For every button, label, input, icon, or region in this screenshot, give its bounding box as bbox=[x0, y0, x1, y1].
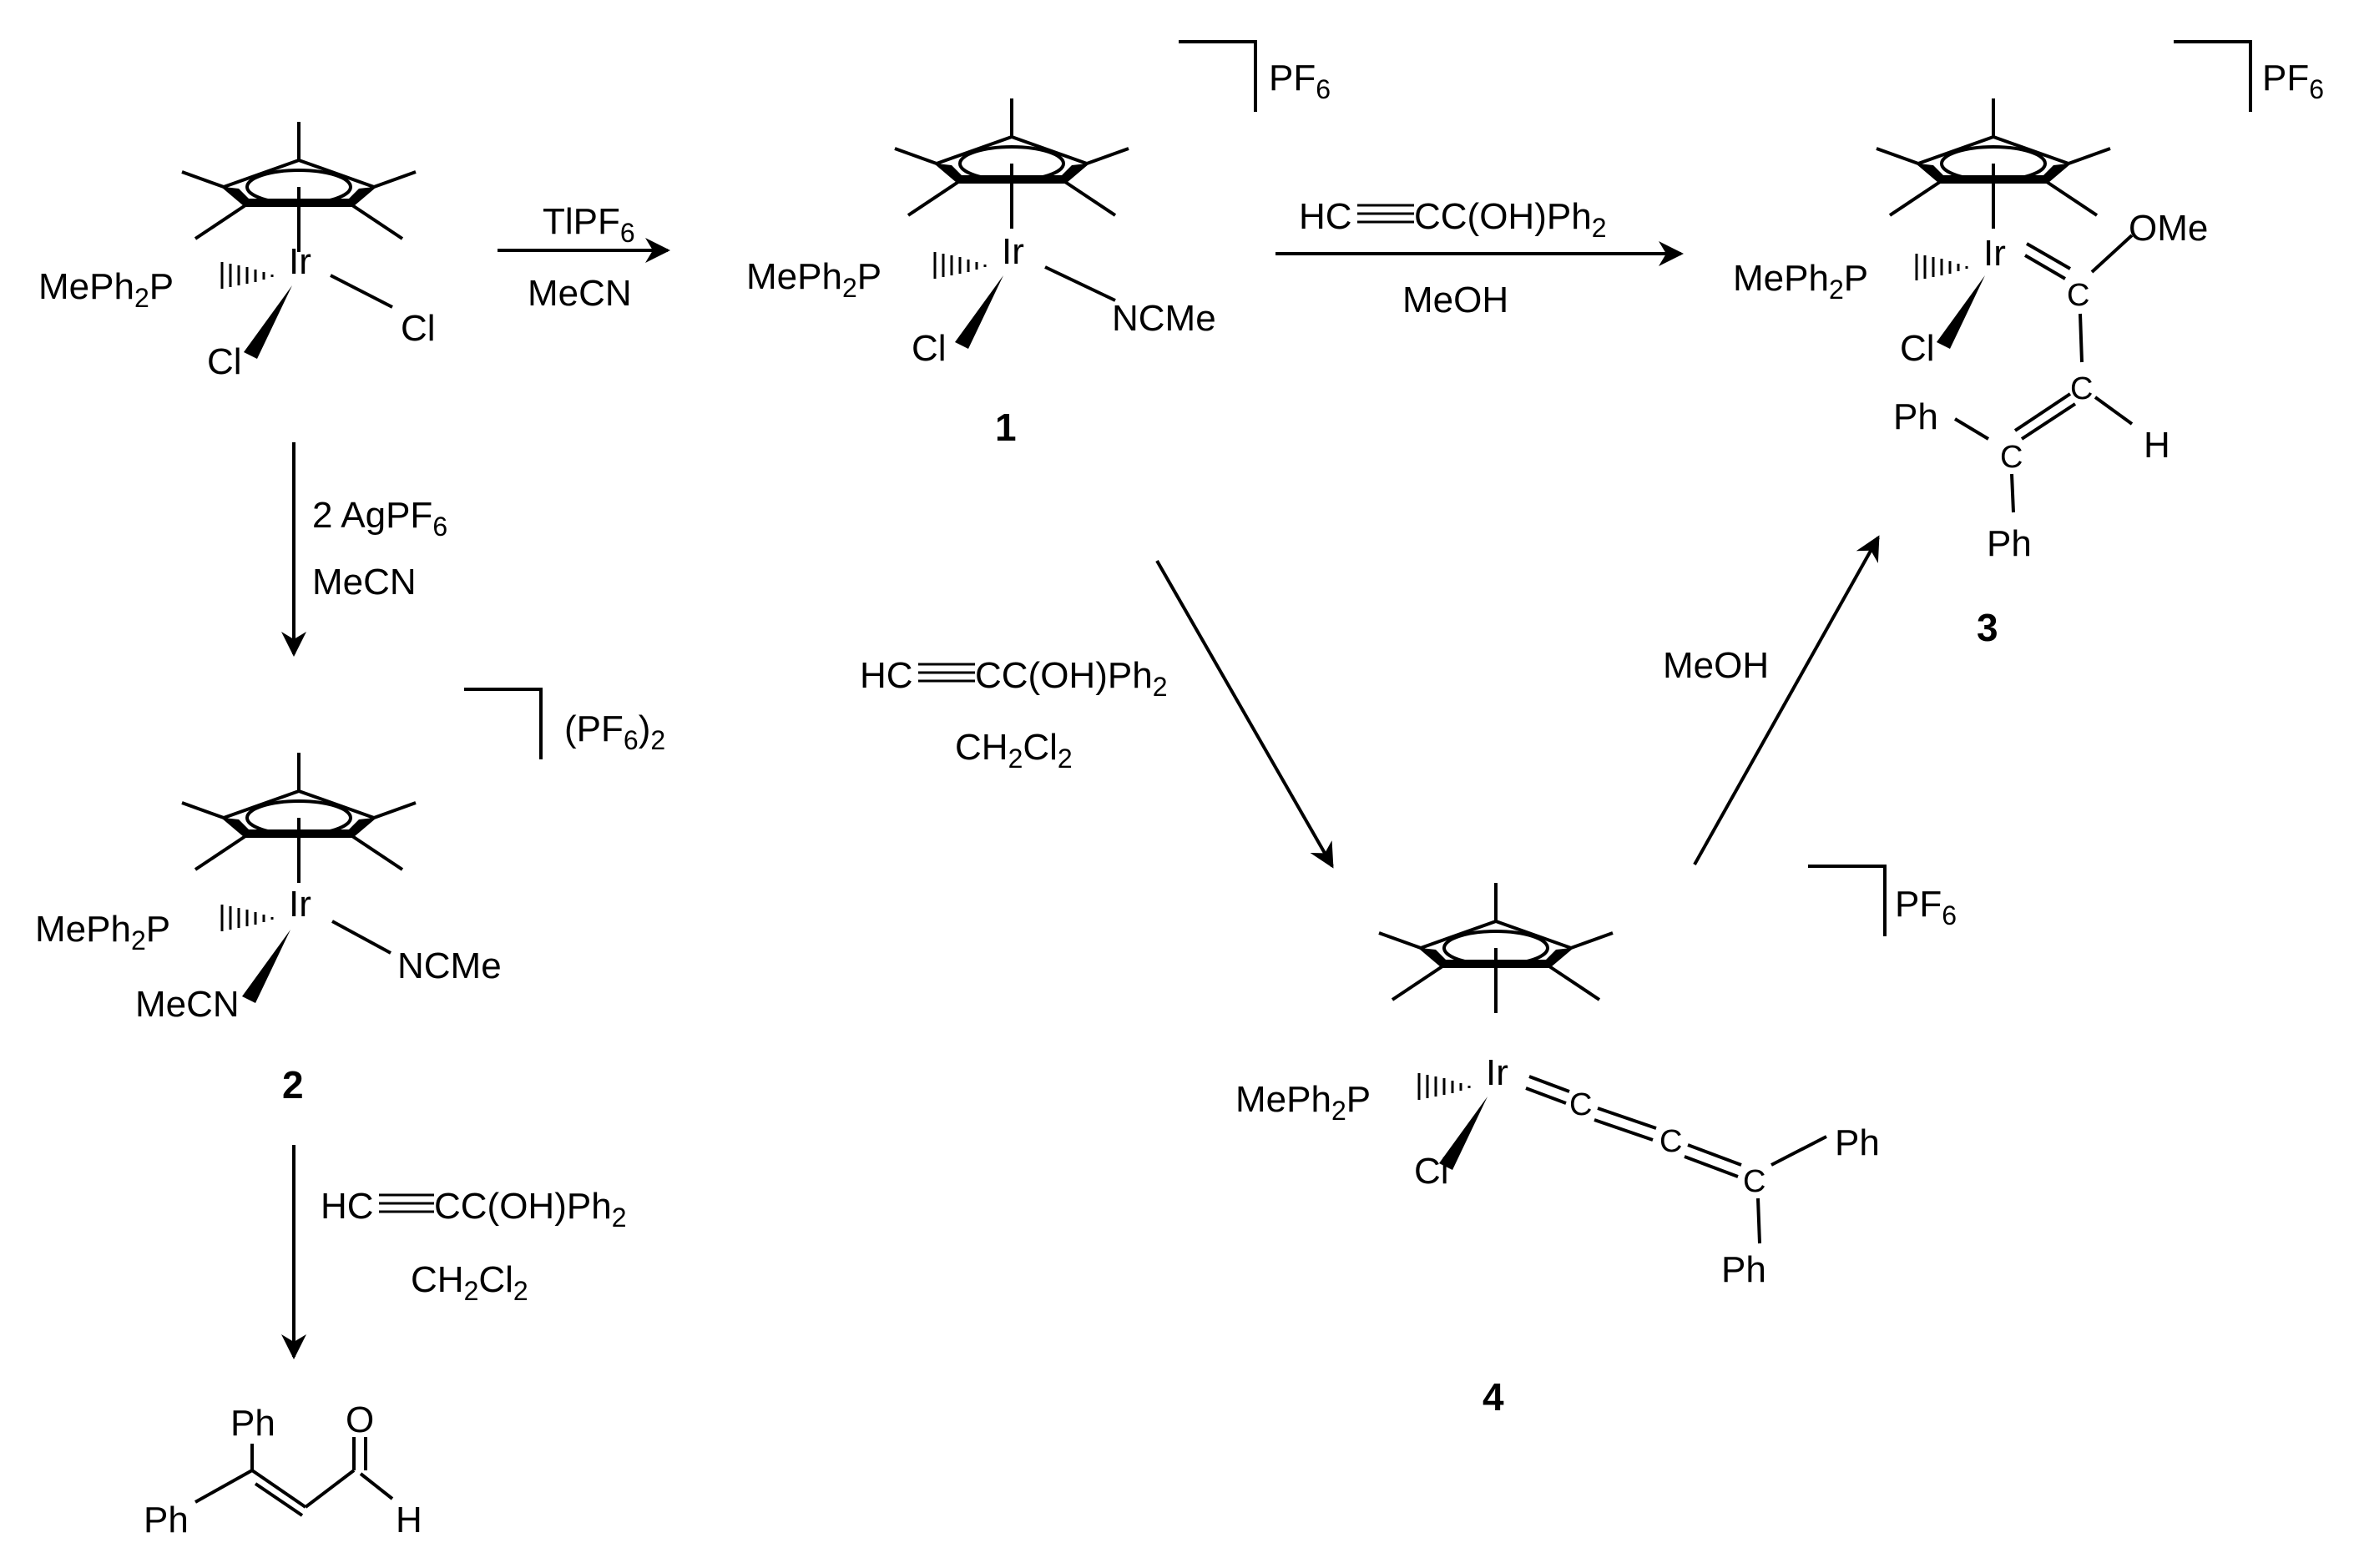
c2-counterion: (PF6)2 bbox=[564, 708, 665, 755]
c3-vinyl-c: C bbox=[2070, 371, 2093, 406]
c3-terminal-c: C bbox=[2000, 440, 2023, 475]
compound-3-number: 3 bbox=[1977, 606, 1998, 649]
reagent-tlpf6: TlPF6 bbox=[543, 201, 635, 248]
svg-text:CC(OH)Ph2: CC(OH)Ph2 bbox=[975, 655, 1167, 702]
c2-mecn: MeCN bbox=[135, 984, 240, 1025]
c1-phosphine: MePh2P bbox=[746, 256, 881, 303]
c1-counterion: PF6 bbox=[1269, 58, 1331, 104]
c4-cl: Cl bbox=[1414, 1151, 1449, 1192]
c3-ph-left: Ph bbox=[1893, 396, 1938, 437]
start-complex: Ir MePh2P Cl Cl bbox=[38, 120, 436, 382]
aldehyde-product: Ph Ph O H bbox=[144, 1399, 422, 1540]
start-cl-right: Cl bbox=[401, 308, 436, 349]
c2-phosphine: MePh2P bbox=[35, 909, 170, 955]
c4-ir: Ir bbox=[1486, 1052, 1508, 1093]
compound-1: Ir MePh2P Cl NCMe bbox=[746, 97, 1216, 369]
svg-text:HC: HC bbox=[321, 1186, 374, 1227]
reagent-mecn-left: MeCN bbox=[312, 562, 417, 602]
reagent-agpf6: 2 AgPF6 bbox=[312, 495, 447, 542]
c1-cl: Cl bbox=[912, 328, 947, 369]
reagent-mecn-top: MeCN bbox=[528, 273, 632, 314]
compound-4-number: 4 bbox=[1483, 1375, 1504, 1419]
product-o: O bbox=[346, 1399, 374, 1440]
reagent-alkyne-dcm-bottom: HC CC(OH)Ph2 CH2Cl2 bbox=[321, 1186, 626, 1306]
c4-phosphine: MePh2P bbox=[1235, 1079, 1371, 1126]
svg-text:CH2Cl2: CH2Cl2 bbox=[411, 1259, 528, 1306]
compound-1-number: 1 bbox=[995, 406, 1017, 449]
c3-phosphine: MePh2P bbox=[1733, 258, 1868, 305]
start-cl-down: Cl bbox=[207, 341, 242, 382]
c4-c-alpha: C bbox=[1569, 1087, 1592, 1122]
c4-counterion: PF6 bbox=[1895, 884, 1957, 930]
c3-ir: Ir bbox=[1983, 233, 2006, 274]
c2-ncme: NCMe bbox=[397, 945, 502, 986]
svg-text:HC: HC bbox=[1299, 196, 1352, 237]
product-ph-top: Ph bbox=[230, 1403, 275, 1444]
c4-ph-lower: Ph bbox=[1721, 1249, 1766, 1290]
compound-4: Ir MePh2P Cl C C C Ph Ph bbox=[1235, 881, 1880, 1290]
c4-ph-upper: Ph bbox=[1835, 1122, 1880, 1163]
c3-h: H bbox=[2144, 425, 2170, 466]
product-ph-left: Ph bbox=[144, 1500, 189, 1540]
start-ir: Ir bbox=[289, 241, 311, 282]
reagent-alkyne-meoh: HC CC(OH)Ph2 bbox=[1299, 196, 1606, 243]
reagent-meoh-top: MeOH bbox=[1402, 280, 1508, 320]
c2-ir: Ir bbox=[289, 884, 311, 925]
svg-text:CC(OH)Ph2: CC(OH)Ph2 bbox=[434, 1186, 626, 1233]
arrow-4-to-3 bbox=[1693, 535, 1880, 865]
reagent-alkyne-dcm-center: HC CC(OH)Ph2 CH2Cl2 bbox=[860, 655, 1167, 774]
arrow-1-to-4 bbox=[1155, 560, 1334, 869]
c3-ome: OMe bbox=[2129, 208, 2208, 249]
svg-text:HC: HC bbox=[860, 655, 913, 696]
c3-ph-bottom: Ph bbox=[1987, 523, 2032, 564]
compound-3: Ir MePh2P Cl C OMe C H C Ph Ph bbox=[1733, 97, 2208, 564]
c3-cl: Cl bbox=[1900, 328, 1935, 369]
svg-text:CH2Cl2: CH2Cl2 bbox=[955, 727, 1073, 774]
reagent-meoh-right: MeOH bbox=[1663, 645, 1769, 686]
compound-2: Ir MePh2P MeCN NCMe bbox=[35, 751, 502, 1025]
c3-counterion: PF6 bbox=[2262, 58, 2324, 104]
product-h: H bbox=[396, 1500, 422, 1540]
start-phosphine: MePh2P bbox=[38, 266, 174, 313]
c1-ncme: NCMe bbox=[1112, 298, 1216, 339]
c4-c-beta: C bbox=[1659, 1124, 1682, 1159]
svg-text:CC(OH)Ph2: CC(OH)Ph2 bbox=[1414, 196, 1606, 243]
c1-ir: Ir bbox=[1002, 231, 1024, 272]
c3-carbene-c: C bbox=[2067, 278, 2089, 313]
c4-c-gamma: C bbox=[1743, 1164, 1765, 1199]
compound-2-number: 2 bbox=[282, 1063, 304, 1107]
